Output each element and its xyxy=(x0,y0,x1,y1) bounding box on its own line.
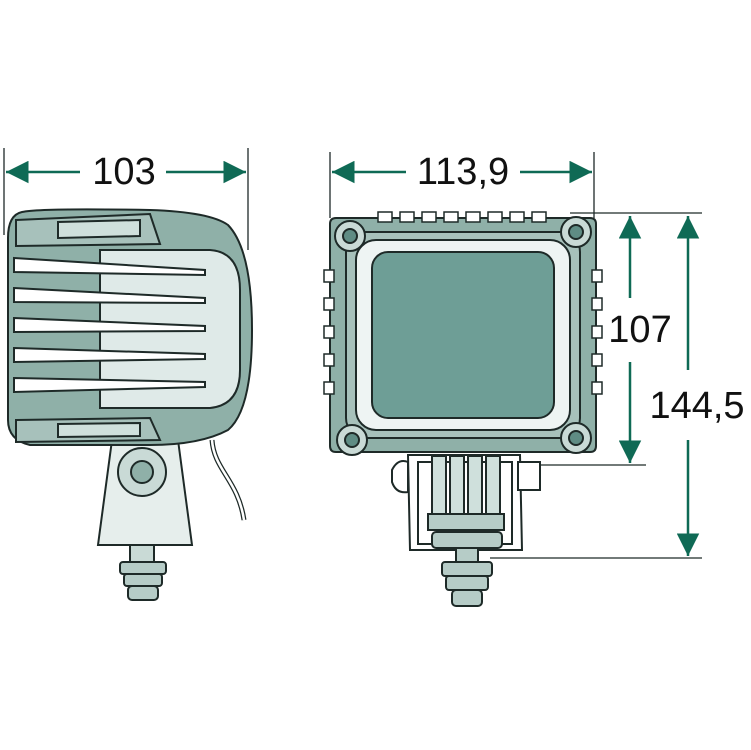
front-mount-foot xyxy=(427,513,505,531)
side-top-rail-slot xyxy=(57,218,141,240)
side-cable-core xyxy=(210,439,246,521)
dimension-label-lens-height: 107 xyxy=(608,309,671,351)
dimension-label-total-height: 144,5 xyxy=(649,385,744,427)
front-housing-notches xyxy=(323,211,603,395)
side-bolt xyxy=(119,561,167,601)
side-mount-pivot-inner xyxy=(130,460,154,484)
front-screw-heads xyxy=(342,224,584,448)
dimension-arrows xyxy=(6,160,700,556)
dimension-label-front-width: 113,9 xyxy=(417,151,509,193)
side-cooling-fins xyxy=(13,256,206,394)
dimension-label-side-width: 103 xyxy=(92,151,155,193)
front-view xyxy=(323,152,702,607)
side-bottom-rail-slot xyxy=(57,421,141,439)
front-bolt xyxy=(431,531,503,607)
front-corner-screws xyxy=(334,216,592,456)
front-mount-ribs xyxy=(431,455,501,515)
front-lens xyxy=(371,251,555,419)
side-view xyxy=(3,148,254,601)
front-mount-ear xyxy=(517,461,541,491)
front-mount-side-cap xyxy=(391,460,409,494)
